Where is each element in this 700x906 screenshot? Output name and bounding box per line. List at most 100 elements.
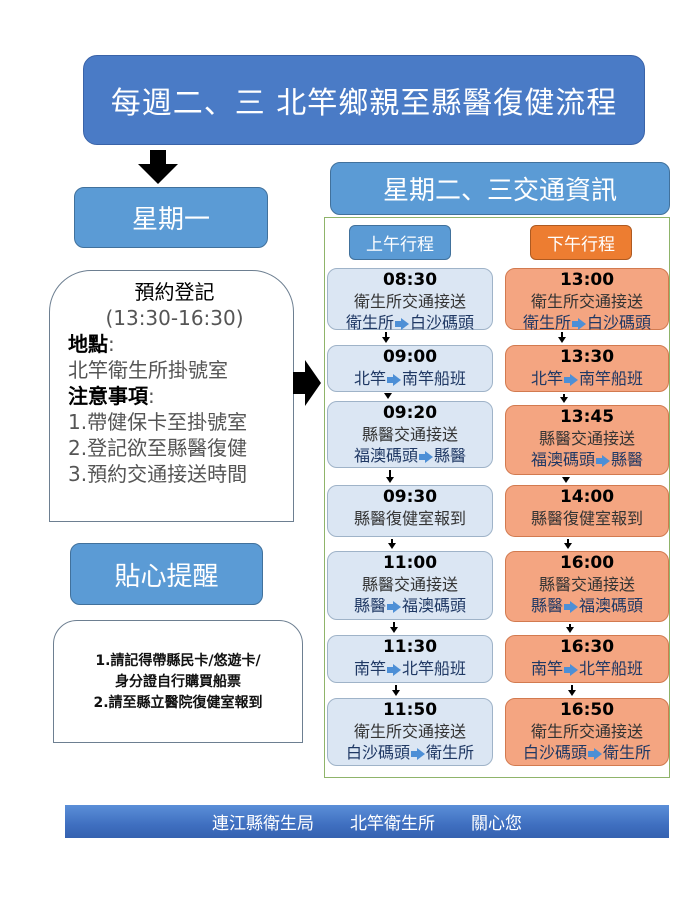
- flow-arrow-icon: [568, 685, 576, 696]
- reminder-line: 身分證自行購買船票: [115, 674, 241, 690]
- footer-org: 連江縣衛生局: [212, 814, 314, 834]
- schedule-time: 13:00: [559, 270, 615, 290]
- route-from: 白沙碼頭: [522, 743, 587, 762]
- route-from: 福澳碼頭: [530, 450, 595, 469]
- monday-label: 星期一: [74, 187, 268, 248]
- route-to: 白沙碼頭: [410, 313, 475, 332]
- schedule-desc: 衛生所交通接送: [530, 722, 643, 741]
- flow-arrow-icon: [384, 393, 392, 399]
- schedule-time: 09:30: [382, 487, 438, 507]
- route-from: 南竿: [353, 659, 386, 678]
- schedule-desc: 縣醫復健室報到: [353, 509, 466, 528]
- flow-arrow-icon: [560, 394, 568, 403]
- registration-heading: 預約登記: [134, 280, 215, 304]
- route-to: 福澳碼頭: [579, 596, 644, 615]
- reminder-label: 貼心提醒: [70, 543, 263, 605]
- note-item: 1.帶健保卡至掛號室: [68, 410, 248, 434]
- schedule-time: 11:50: [382, 700, 438, 720]
- morning-schedule-item: 11:00 縣醫交通接送縣醫福澳碼頭: [327, 551, 493, 620]
- route-from: 南竿: [530, 659, 563, 678]
- registration-hours: (13:30-16:30): [105, 306, 244, 330]
- schedule-route: 福澳碼頭縣醫: [328, 445, 492, 466]
- schedule-route: 福澳碼頭縣醫: [506, 449, 668, 470]
- schedule-desc: 縣醫交通接送: [538, 429, 635, 448]
- flow-arrow-icon: [386, 470, 394, 483]
- arrow-right-icon: [564, 663, 578, 676]
- arrow-right-icon: [564, 600, 578, 613]
- route-from: 福澳碼頭: [353, 446, 418, 465]
- reminder-line: 2.請至縣立醫院復健室報到: [93, 695, 263, 711]
- arrow-right-icon: [572, 317, 586, 330]
- schedule-route: 白沙碼頭衛生所: [506, 742, 668, 763]
- location-label: 地點: [68, 332, 108, 356]
- flow-arrow-icon: [390, 622, 398, 633]
- schedule-route: 衛生所白沙碼頭: [328, 312, 492, 333]
- route-to: 白沙碼頭: [587, 313, 652, 332]
- schedule-desc: 縣醫交通接送: [538, 575, 635, 594]
- route-to: 南竿船班: [579, 369, 644, 388]
- arrow-right-icon: [387, 373, 401, 386]
- flow-arrow-icon: [566, 624, 574, 633]
- route-to: 南竿船班: [402, 369, 467, 388]
- schedule-desc: 縣醫交通接送: [361, 575, 458, 594]
- footer-clinic: 北竿衛生所: [350, 814, 435, 834]
- afternoon-schedule-item: 16:50 衛生所交通接送白沙碼頭衛生所: [505, 698, 669, 766]
- arrow-down-icon: [138, 150, 178, 184]
- route-from: 縣醫: [530, 596, 563, 615]
- schedule-route: 衛生所白沙碼頭: [506, 312, 668, 333]
- arrow-right-icon: [588, 747, 602, 760]
- schedule-desc: 衛生所交通接送: [353, 292, 466, 311]
- schedule-time: 08:30: [382, 270, 438, 290]
- morning-schedule-item: 11:50 衛生所交通接送白沙碼頭衛生所: [327, 698, 493, 766]
- route-from: 北竿: [530, 369, 563, 388]
- morning-label: 上午行程: [349, 225, 451, 260]
- schedule-route: 縣醫福澳碼頭: [328, 595, 492, 616]
- flow-arrow-icon: [564, 539, 572, 549]
- morning-schedule-item: 11:30 南竿北竿船班: [327, 635, 493, 683]
- schedule-time: 11:00: [382, 553, 438, 573]
- schedule-time: 16:00: [559, 553, 615, 573]
- page-title: 每週二、三 北竿鄉親至縣醫復健流程: [83, 55, 645, 145]
- transport-label: 星期二、三交通資訊: [330, 162, 670, 215]
- flow-arrow-icon: [392, 685, 400, 696]
- arrow-right-icon: [564, 373, 578, 386]
- schedule-time: 16:30: [559, 637, 615, 657]
- route-from: 縣醫: [353, 596, 386, 615]
- notes-label: 注意事項: [68, 384, 148, 408]
- location-value: 北竿衛生所掛號室: [68, 358, 228, 382]
- route-to: 北竿船班: [402, 659, 467, 678]
- schedule-desc: 衛生所交通接送: [353, 722, 466, 741]
- note-item: 3.預約交通接送時間: [68, 462, 248, 486]
- route-to: 縣醫: [434, 446, 467, 465]
- schedule-time: 14:00: [559, 487, 615, 507]
- arrow-right-icon: [387, 600, 401, 613]
- footer-slogan: 關心您: [471, 814, 522, 834]
- arrow-right-icon: [596, 454, 610, 467]
- route-from: 北竿: [353, 369, 386, 388]
- arrow-right-icon: [387, 663, 401, 676]
- afternoon-schedule-item: 16:00 縣醫交通接送縣醫福澳碼頭: [505, 551, 669, 622]
- schedule-time: 16:50: [559, 700, 615, 720]
- schedule-route: 北竿南竿船班: [506, 368, 668, 389]
- afternoon-schedule-item: 13:45 縣醫交通接送福澳碼頭縣醫: [505, 405, 669, 475]
- flow-arrow-icon: [558, 332, 566, 343]
- footer-bar: 連江縣衛生局 北竿衛生所 關心您: [65, 805, 669, 838]
- arrow-right-icon: [293, 360, 321, 406]
- flow-arrow-icon: [382, 332, 390, 343]
- morning-schedule-item: 08:30 衛生所交通接送衛生所白沙碼頭: [327, 268, 493, 333]
- afternoon-schedule-item: 14:00 縣醫復健室報到: [505, 485, 669, 537]
- route-to: 北竿船班: [579, 659, 644, 678]
- flow-arrow-icon: [388, 539, 396, 549]
- schedule-time: 13:45: [559, 407, 615, 427]
- registration-box: 預約登記 (13:30-16:30) 地點: 北竿衛生所掛號室 注意事項: 1.…: [49, 270, 294, 522]
- note-item: 2.登記欲至縣醫復健: [68, 436, 248, 460]
- afternoon-label: 下午行程: [530, 225, 632, 260]
- route-to: 衛生所: [426, 743, 475, 762]
- schedule-time: 09:00: [382, 347, 438, 367]
- schedule-time: 11:30: [382, 637, 438, 657]
- schedule-desc: 縣醫復健室報到: [530, 509, 643, 528]
- schedule-route: 南竿北竿船班: [506, 658, 668, 679]
- schedule-route: 白沙碼頭衛生所: [328, 742, 492, 763]
- schedule-desc: 衛生所交通接送: [530, 292, 643, 311]
